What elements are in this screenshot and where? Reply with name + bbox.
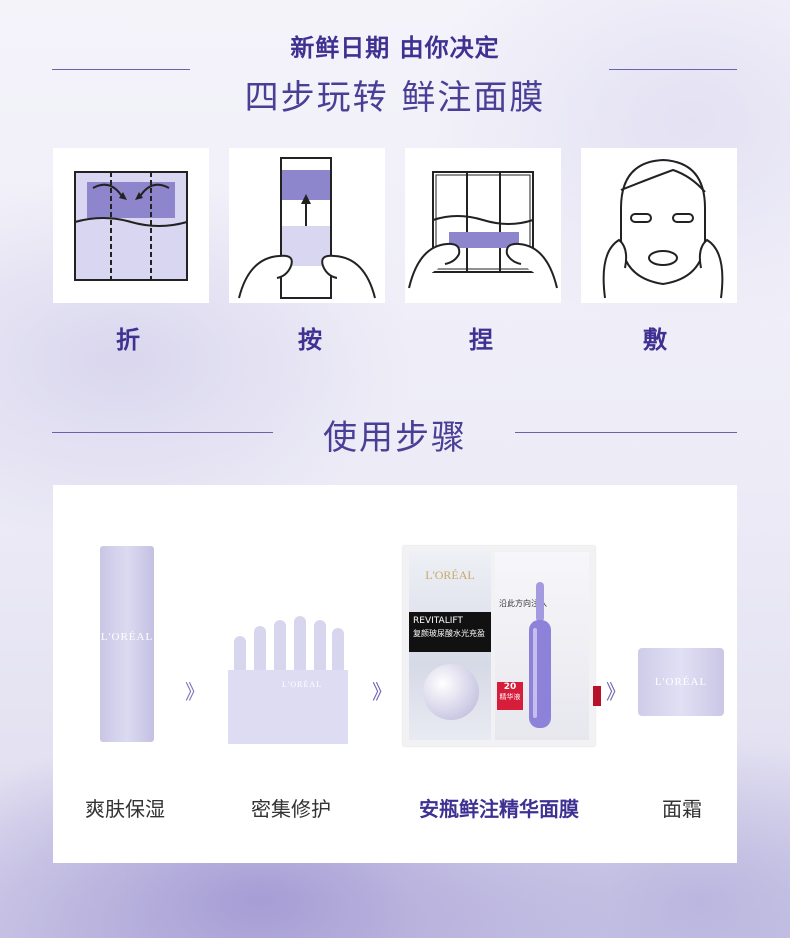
ampoule-mask-packet: L'ORÉAL REVITALIFT 复颜玻尿酸水光充盈 沿此方向注入 20 精… bbox=[403, 546, 601, 746]
slogan-heading: 新鲜日期 由你决定 bbox=[290, 34, 500, 62]
fold-mask-icon bbox=[74, 171, 188, 281]
packet-red-tab bbox=[593, 686, 601, 706]
pinch-mask-icon bbox=[408, 171, 558, 289]
ampoule-badge: 20 精华液 bbox=[497, 682, 523, 710]
brand-logo: L'ORÉAL bbox=[282, 680, 322, 689]
ampoule-badge-number: 20 bbox=[503, 682, 517, 692]
packet-inner: 沿此方向注入 20 精华液 bbox=[495, 552, 589, 740]
step-label-pinch: 捏 bbox=[469, 326, 493, 354]
brand-logo: L'ORÉAL bbox=[654, 676, 708, 688]
step-card-fold bbox=[53, 148, 209, 303]
packet-brand: L'ORÉAL bbox=[425, 568, 475, 582]
divider-right-mid bbox=[515, 432, 737, 433]
product-label-ampoule-mask: 安瓶鲜注精华面膜 bbox=[419, 797, 579, 821]
usage-title: 使用步骤 bbox=[323, 418, 467, 458]
toner-bottle: L'ORÉAL bbox=[100, 546, 154, 742]
product-label-toner: 爽肤保湿 bbox=[85, 797, 165, 821]
bubble-decoration bbox=[423, 664, 479, 720]
page-title: 四步玩转 鲜注面膜 bbox=[244, 78, 546, 118]
cream-jar: L'ORÉAL bbox=[638, 648, 724, 716]
packet-line: REVITALIFT bbox=[413, 616, 463, 626]
serum-ampoules: L'ORÉAL bbox=[228, 614, 348, 744]
press-mask-icon bbox=[238, 157, 376, 299]
separator-1: 》 bbox=[185, 680, 205, 704]
usage-panel bbox=[53, 485, 737, 863]
step-label-fold: 折 bbox=[116, 326, 140, 354]
ampoule-badge-text: 精华液 bbox=[499, 693, 521, 701]
product-label-cream: 面霜 bbox=[662, 797, 702, 821]
separator-3: 》 bbox=[606, 680, 626, 704]
step-card-apply bbox=[581, 148, 737, 303]
step-card-press bbox=[229, 148, 385, 303]
step-label-press: 按 bbox=[298, 326, 322, 354]
packet-subtitle: 复颜玻尿酸水光充盈 bbox=[413, 629, 485, 638]
ampoule-vial bbox=[527, 582, 553, 732]
step-card-pinch bbox=[405, 148, 561, 303]
packet-tag: 沿此方向注入 bbox=[499, 599, 547, 608]
step-label-apply: 敷 bbox=[643, 326, 667, 354]
divider-left-top bbox=[52, 69, 190, 70]
divider-left-mid bbox=[52, 432, 273, 433]
divider-right-top bbox=[609, 69, 737, 70]
packet-front: L'ORÉAL REVITALIFT 复颜玻尿酸水光充盈 bbox=[409, 552, 491, 740]
separator-2: 》 bbox=[372, 680, 392, 704]
apply-mask-face-icon bbox=[602, 158, 724, 299]
brand-logo: L'ORÉAL bbox=[100, 631, 154, 643]
packet-label: REVITALIFT 复颜玻尿酸水光充盈 bbox=[409, 612, 491, 652]
product-label-serum: 密集修护 bbox=[251, 797, 331, 821]
